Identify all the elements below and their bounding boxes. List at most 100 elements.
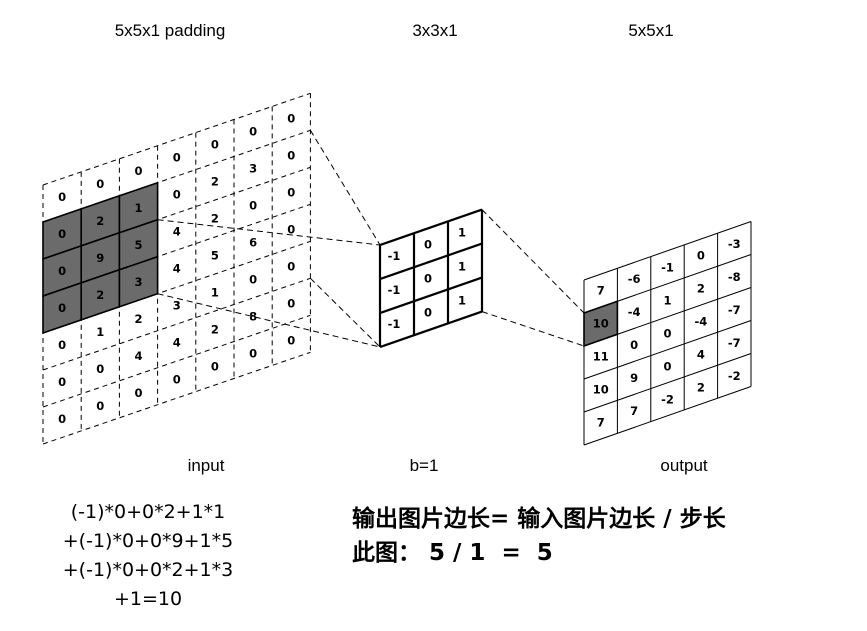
kernel-grid-line (379, 242, 483, 281)
input-cell-value: 0 (211, 138, 219, 152)
output-cell-value: 2 (697, 381, 705, 395)
input-cell-value: 0 (173, 373, 181, 387)
input-cell-value: 0 (134, 164, 142, 178)
projection-line (481, 209, 585, 314)
projection-lines (157, 130, 585, 348)
input-grid-line (42, 277, 311, 371)
projection-line (157, 293, 381, 348)
output-cell-value: 0 (697, 249, 705, 263)
input-grid-line (42, 166, 311, 260)
output-cell-value: 4 (697, 348, 705, 362)
input-cell-value: 0 (249, 346, 257, 360)
input-cell-value: 0 (96, 177, 104, 191)
input-cell-value: 0 (134, 386, 142, 400)
formula-line: 此图： 5 / 1 = 5 (352, 540, 553, 566)
input-cell-value: 1 (211, 286, 219, 300)
input-cell-value: 0 (58, 227, 66, 241)
input-cell-value: 0 (287, 222, 295, 236)
input-cell-value: 0 (96, 399, 104, 413)
output-cell-value: -7 (728, 303, 741, 317)
input-grid: 0000000021023009542000234560012310000442… (42, 92, 311, 445)
input-cell-value: 2 (211, 323, 219, 337)
kernel-grid-line (379, 276, 483, 315)
input-cell-value: 0 (211, 360, 219, 374)
calculation-line: (-1)*0+0*2+1*1 (70, 501, 226, 523)
calculation-line: +(-1)*0+0*9+1*5 (62, 530, 234, 552)
input-grid-line (42, 240, 311, 334)
output-grid-line (583, 353, 752, 413)
input-cell-value: 4 (173, 336, 181, 350)
input-cell-value: 0 (58, 375, 66, 389)
input-cell-value: 0 (287, 185, 295, 199)
input-grid-line (42, 92, 311, 186)
input-cell-value: 0 (173, 188, 181, 202)
input-cell-value: 0 (287, 296, 295, 310)
output-cell-value: -4 (695, 315, 708, 329)
input-cell-value: 3 (249, 161, 257, 175)
size-formula-note: 输出图片边长= 输入图片边长 / 步长 此图： 5 / 1 = 5 (352, 502, 726, 570)
input-cell-value: 2 (96, 214, 104, 228)
output-cell-value: -2 (728, 369, 741, 383)
output-cell-value: -3 (728, 237, 741, 251)
output-cell-value: 7 (630, 404, 638, 418)
kernel-title: 3x3x1 (412, 21, 457, 40)
projection-line (310, 277, 381, 348)
input-title: 5x5x1 padding (115, 21, 226, 40)
input-cell-value: 0 (249, 124, 257, 138)
kernel-grid: -101-101-101 (378, 208, 484, 349)
input-cell-value: 4 (134, 349, 142, 363)
projection-line (309, 130, 381, 246)
output-cell-value: -6 (628, 272, 641, 286)
output-cell-value: -8 (728, 270, 741, 284)
output-label: output (660, 456, 708, 475)
output-cell-value: 11 (593, 350, 609, 364)
output-grid-line (583, 287, 752, 347)
input-cell-value: 0 (249, 198, 257, 212)
input-cell-value: 2 (211, 175, 219, 189)
output-cell-value: -7 (728, 336, 741, 350)
output-cell-value: 7 (597, 284, 605, 298)
input-cell-value: 0 (249, 272, 257, 286)
output-cell-value: -1 (661, 260, 674, 274)
kernel-cell-value: 1 (458, 260, 466, 274)
bias-label: b=1 (410, 456, 439, 475)
input-cell-value: 4 (173, 225, 181, 239)
output-cell-value: 10 (593, 383, 609, 397)
input-cell-value: 9 (96, 251, 104, 265)
input-grid-line (42, 129, 311, 223)
output-cell-value: 0 (630, 338, 638, 352)
input-cell-value: 0 (287, 259, 295, 273)
output-cell-value: 0 (663, 326, 671, 340)
input-cell-value: 2 (134, 312, 142, 326)
input-cell-value: 0 (58, 264, 66, 278)
projection-line (481, 311, 585, 347)
kernel-cell-value: 0 (424, 271, 432, 285)
input-cell-value: 3 (134, 275, 142, 289)
output-cell-value: 9 (630, 371, 638, 385)
kernel-cell-value: 0 (424, 237, 432, 251)
output-grid-line (583, 386, 752, 446)
input-cell-value: 0 (287, 333, 295, 347)
kernel-cell-value: -1 (388, 283, 401, 297)
input-cell-value: 0 (58, 301, 66, 315)
output-cell-value: 1 (663, 293, 671, 307)
output-cell-value: -4 (628, 305, 641, 319)
input-cell-value: 4 (173, 262, 181, 276)
input-grid-line (42, 203, 311, 297)
kernel-cell-value: -1 (388, 249, 401, 263)
calculation-line: +1=10 (113, 588, 183, 610)
input-cell-value: 2 (211, 212, 219, 226)
kernel-cell-value: -1 (388, 317, 401, 331)
input-cell-value: 5 (211, 249, 219, 263)
kernel-cell-value: 1 (458, 294, 466, 308)
kernel-grid-line (379, 208, 483, 247)
input-cell-value: 0 (58, 338, 66, 352)
calculation-line: +(-1)*0+0*2+1*3 (62, 559, 234, 581)
output-grid-line (583, 320, 752, 380)
input-cell-value: 0 (96, 362, 104, 376)
input-cell-value: 0 (287, 148, 295, 162)
input-grid-line (42, 351, 311, 445)
input-cell-value: 0 (173, 151, 181, 165)
